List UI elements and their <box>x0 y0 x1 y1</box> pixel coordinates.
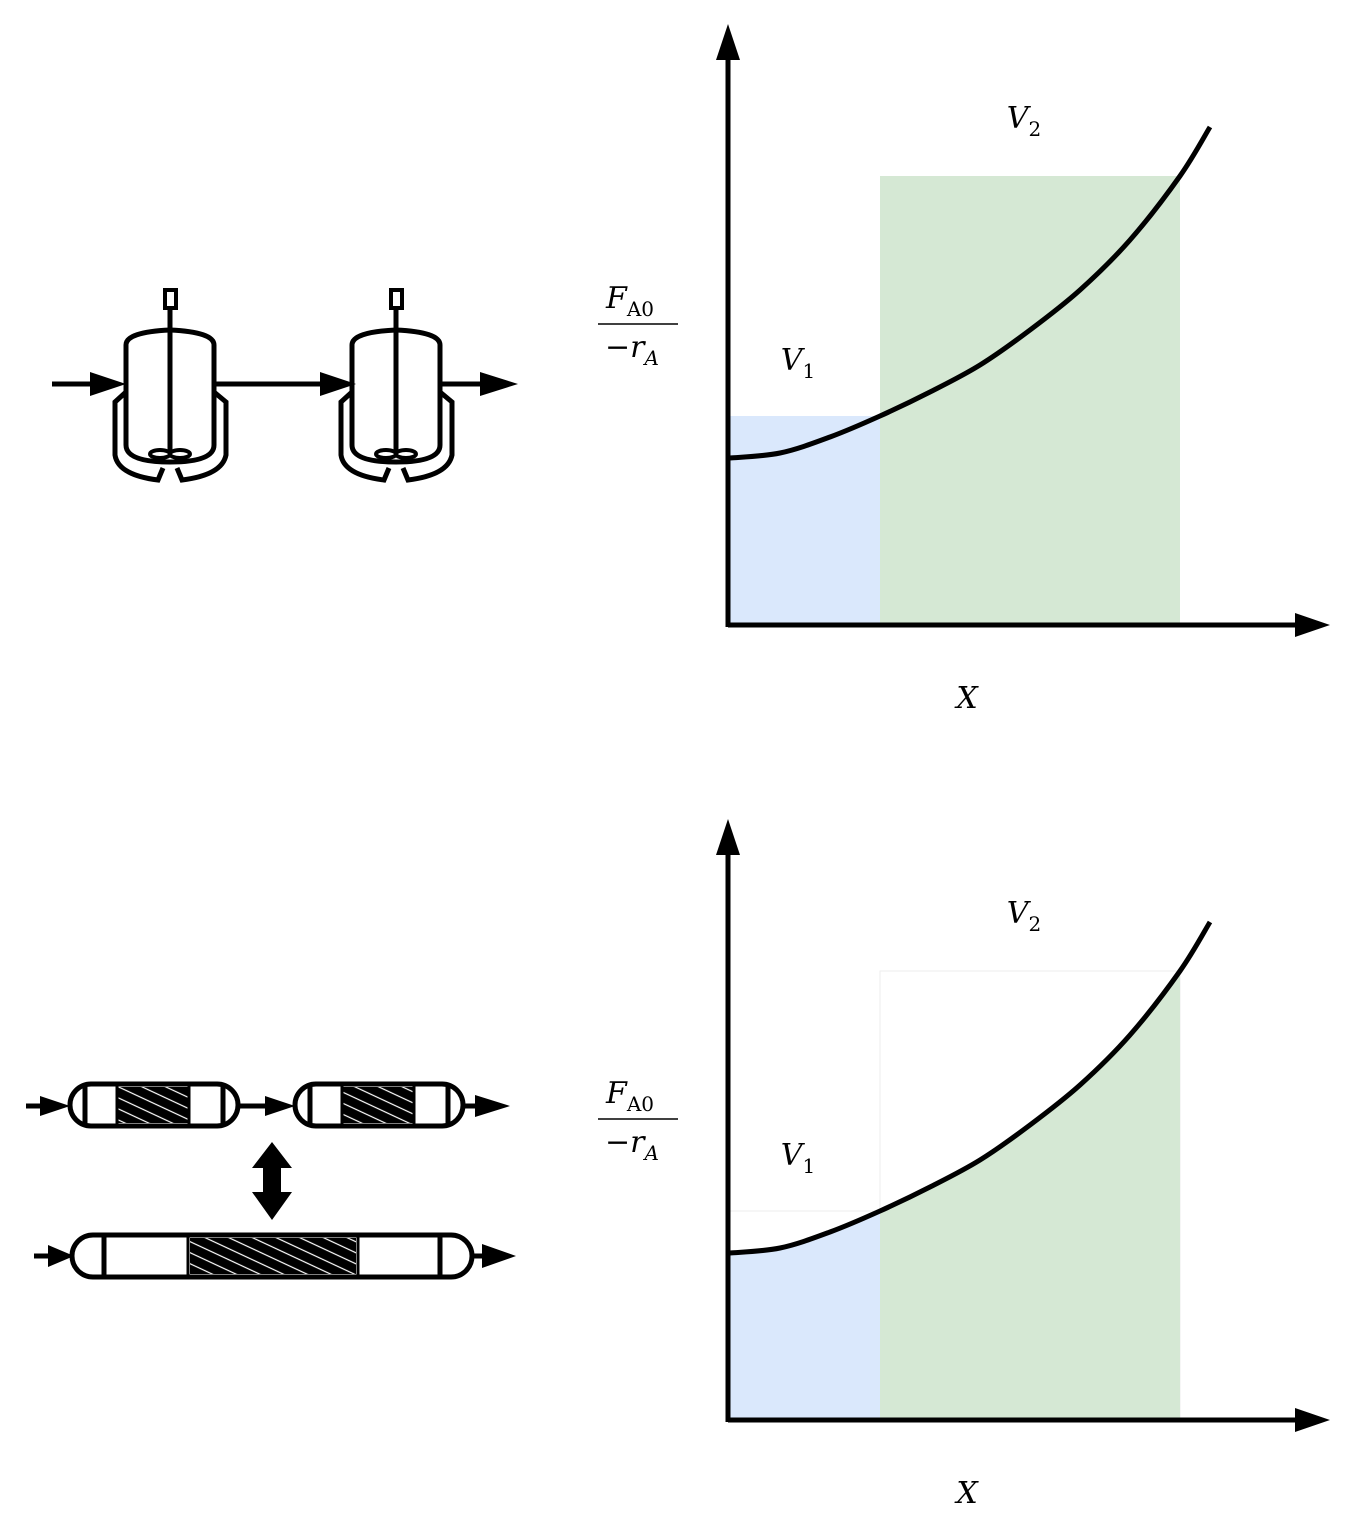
x-axis-arrowhead <box>1295 613 1330 637</box>
levenspiel-plot-1: X FA0 −rA V1 V2 <box>598 24 1330 716</box>
y-label-denominator: −rA <box>605 330 659 370</box>
x-axis-arrowhead <box>1295 1408 1330 1432</box>
region-v1 <box>730 1211 880 1420</box>
equivalence-double-arrow-icon <box>252 1142 292 1220</box>
y-label-numerator: FA0 <box>605 1076 654 1116</box>
y-axis-arrowhead <box>716 24 740 60</box>
x-axis-label: X <box>954 681 979 716</box>
pfr-flow-arrowheads <box>40 1095 516 1268</box>
levenspiel-plot-2: X FA0 −rA V1 V2 <box>598 819 1330 1511</box>
flow-arrowheads <box>90 372 518 396</box>
v1-label: V1 <box>781 1138 815 1178</box>
cstr-series-icon <box>52 288 485 483</box>
pfr-series-icon <box>26 1081 488 1280</box>
y-label-denominator: −rA <box>605 1125 659 1165</box>
region-v2 <box>880 176 1180 625</box>
rate-curve <box>729 125 1213 461</box>
v1-label: V1 <box>781 343 815 383</box>
region-v1 <box>730 416 880 625</box>
v2-label: V2 <box>1007 101 1041 141</box>
cstr-reactor-icon <box>112 288 229 483</box>
v2-label: V2 <box>1007 896 1041 936</box>
x-axis-label: X <box>954 1476 979 1511</box>
region-v2 <box>880 971 1180 1420</box>
y-label-numerator: FA0 <box>605 281 654 321</box>
rate-curve <box>729 920 1213 1256</box>
y-axis-arrowhead <box>716 819 740 855</box>
